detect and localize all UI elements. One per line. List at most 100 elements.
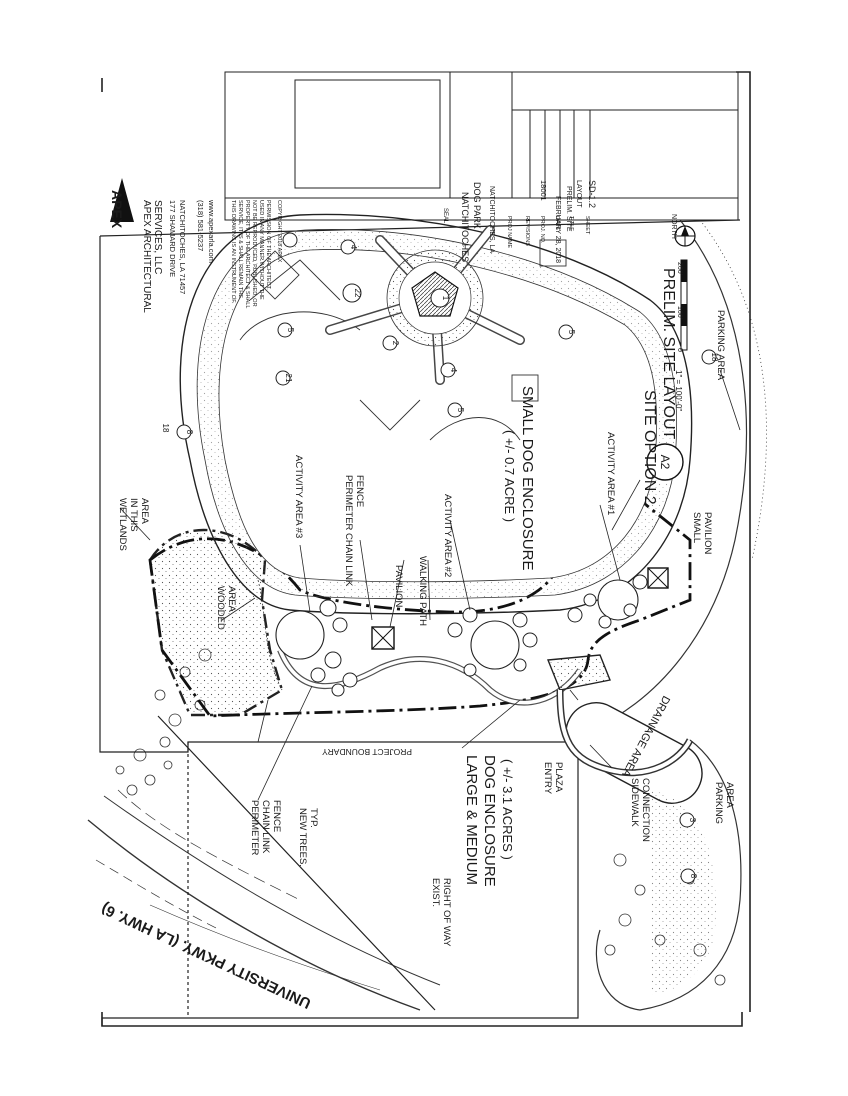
apex-logo: APEX [109, 178, 134, 229]
parking-area-1-label: PARKING AREA [715, 310, 726, 381]
highway-label: UNIVERSITY PKWY. (LA HWY. 6) [99, 900, 314, 1012]
callout-5-c: 5 [567, 330, 576, 335]
new-trees-label-2: TYP. [308, 808, 319, 828]
drawing-title-line-2: PRELIM. SITE LAYOUT [660, 268, 677, 440]
scale-bar [680, 259, 688, 351]
ball-fields [239, 239, 567, 441]
drawing-scale: 1" = 100'-0" [674, 370, 683, 411]
right-of-way-label-2: RIGHT OF WAY [441, 878, 452, 947]
activity-2-label: ACTIVITY AREA #2 [442, 494, 453, 577]
wooded-label-2: AREA [226, 586, 237, 613]
drawing-tag-circle [646, 443, 684, 481]
small-pavilion-label-1: SMALL [691, 512, 702, 543]
firm-name-2: SERVICES, LLC [152, 200, 163, 274]
phone: (318) 581-5237 [196, 200, 205, 251]
activity-3-label: ACTIVITY AREA #3 [293, 455, 304, 538]
scale-mark-200: 200' [676, 262, 683, 275]
north-arrow [674, 225, 696, 247]
callout-2: 2 [391, 341, 400, 346]
wooded-label-1: WOODED [215, 586, 226, 630]
perimeter-fence-1-label-1: PERIMETER CHAIN LINK [343, 475, 354, 587]
notice-line-1: THIS DRAWING IS AN INSTRUMENT OF [230, 200, 236, 303]
title-block-text: APEX ARCHITECTURAL SERVICES, LLC 177 SHA… [141, 180, 597, 313]
scale-mark-100: 100' [676, 306, 683, 319]
callout-22: 22 [353, 289, 362, 298]
seal-label: SEAL [442, 208, 448, 224]
date-label: DATE [554, 216, 560, 231]
proj-name-label: PROJ NAME [506, 216, 512, 248]
callout-5-b: 5 [456, 408, 465, 413]
sidewalk-label-1: SIDEWALK [629, 778, 640, 827]
callout-4-b: 4 [449, 368, 458, 373]
parking-area-2-label-2: AREA [724, 782, 735, 809]
tree-clusters [310, 574, 648, 697]
activity-area-2-circle [470, 620, 520, 670]
parking-area-2-label-1: PARKING [713, 782, 724, 824]
pavilion-label: PAVILION [393, 565, 404, 608]
activity-area-3-circle [275, 610, 325, 660]
callout-numbers: 18 8 21 5 4 22 2 1 5 4 5 18 3 8 [161, 245, 719, 879]
perimeter-fence-2-label-3: FENCE [271, 800, 282, 832]
sheet-value: SD-1.2 [587, 180, 597, 208]
project-location: NATCHITOCHES, LA [488, 186, 495, 253]
leader-lines [119, 369, 741, 801]
address-1: 177 SHAMARD DRIVE [168, 200, 177, 277]
title-label: TITLE [568, 216, 574, 231]
small-pavilion-label-2: PAVILION [702, 512, 713, 555]
proj-no-label: PROJ. NO. [539, 216, 545, 244]
proj-no-value: 18001 [539, 180, 548, 201]
drawing-tag: A2 [658, 455, 672, 470]
title-value-2: LAYOUT [575, 180, 582, 208]
notice-line-2: SERVICE, IT IS & SHALL REMAIN THE [237, 200, 243, 298]
callout-21: 21 [284, 374, 293, 383]
activity-1-label: ACTIVITY AREA #1 [605, 432, 616, 515]
notice-line-5: USED IN ANY MANNER WITHOUT THE [258, 200, 264, 300]
wetlands-label-3: AREA [139, 498, 150, 525]
scale-mark-0: 0 [676, 348, 683, 352]
callout-circles [176, 232, 717, 884]
right-of-way-label-1: EXIST. [430, 878, 441, 907]
highway [87, 789, 441, 1011]
small-dog-label-1: SMALL DOG ENCLOSURE [519, 386, 536, 571]
lower-parking [595, 739, 742, 1011]
revisions-label: REVISIONS [524, 216, 530, 246]
entry-plaza-label-1: ENTRY [542, 762, 553, 795]
project-line-1: NATCHITOCHES [460, 192, 470, 262]
website: www.apexarla.com [207, 199, 216, 263]
notice-line-6: PERMISSION OF THE ARCHITECT. [265, 200, 271, 290]
notice-line-3: PROPERTY OF THE ARCHITECT & SHALL [244, 200, 250, 308]
new-trees-label-1: NEW TREES, [297, 808, 308, 867]
parking-arc [589, 219, 748, 731]
wetlands-label-2: IN THIS [128, 498, 139, 532]
callout-4-a: 4 [349, 245, 358, 250]
large-dog-label-3: ( +/- 3.1 ACRES ) [500, 759, 515, 860]
callout-5-a: 5 [286, 328, 295, 333]
entry-plaza-label-2: PLAZA [553, 762, 564, 793]
drawing-title-line-1: SITE OPTION 2 [641, 390, 658, 505]
firm-name-1: APEX ARCHITECTURAL [141, 200, 152, 313]
perimeter-fence-2-label-1: PERIMETER [249, 800, 260, 856]
callout-1: 1 [441, 296, 450, 301]
sidewalk-label-2: CONNECTION [640, 778, 651, 842]
drawing-title: A2 SITE OPTION 2 PRELIM. SITE LAYOUT 1" … [641, 214, 683, 505]
site-plan [87, 213, 767, 1026]
project-boundary [99, 219, 741, 1026]
north-label: NORTH [670, 214, 677, 239]
small-dog-label-2: ( +/- 0.7 ACRE ) [502, 430, 517, 522]
callout-3: 3 [688, 818, 697, 823]
callout-18-a: 18 [161, 424, 170, 433]
entry-plaza [547, 654, 611, 691]
perimeter-fence-1-label-2: FENCE [354, 475, 365, 507]
sheet-label: SHEET [584, 216, 590, 235]
notice-line-7: COPYRIGHT 2018 APEX [276, 200, 282, 263]
callout-8-a: 8 [185, 430, 194, 435]
date-value: FEBRUARY 28, 2018 [554, 196, 561, 263]
large-dog-label-1: LARGE & MEDIUM [463, 755, 480, 885]
title-value-1: PRELIM. SITE [565, 186, 572, 232]
drainage-area [565, 702, 703, 804]
callout-18-b: 18 [710, 353, 719, 362]
notice-line-4: NOT BE REPRODUCED, PUBLISHED, OR [251, 200, 257, 307]
project-boundary-label: PROJECT BOUNDARY [322, 747, 412, 757]
callout-8-b: 8 [689, 874, 698, 879]
